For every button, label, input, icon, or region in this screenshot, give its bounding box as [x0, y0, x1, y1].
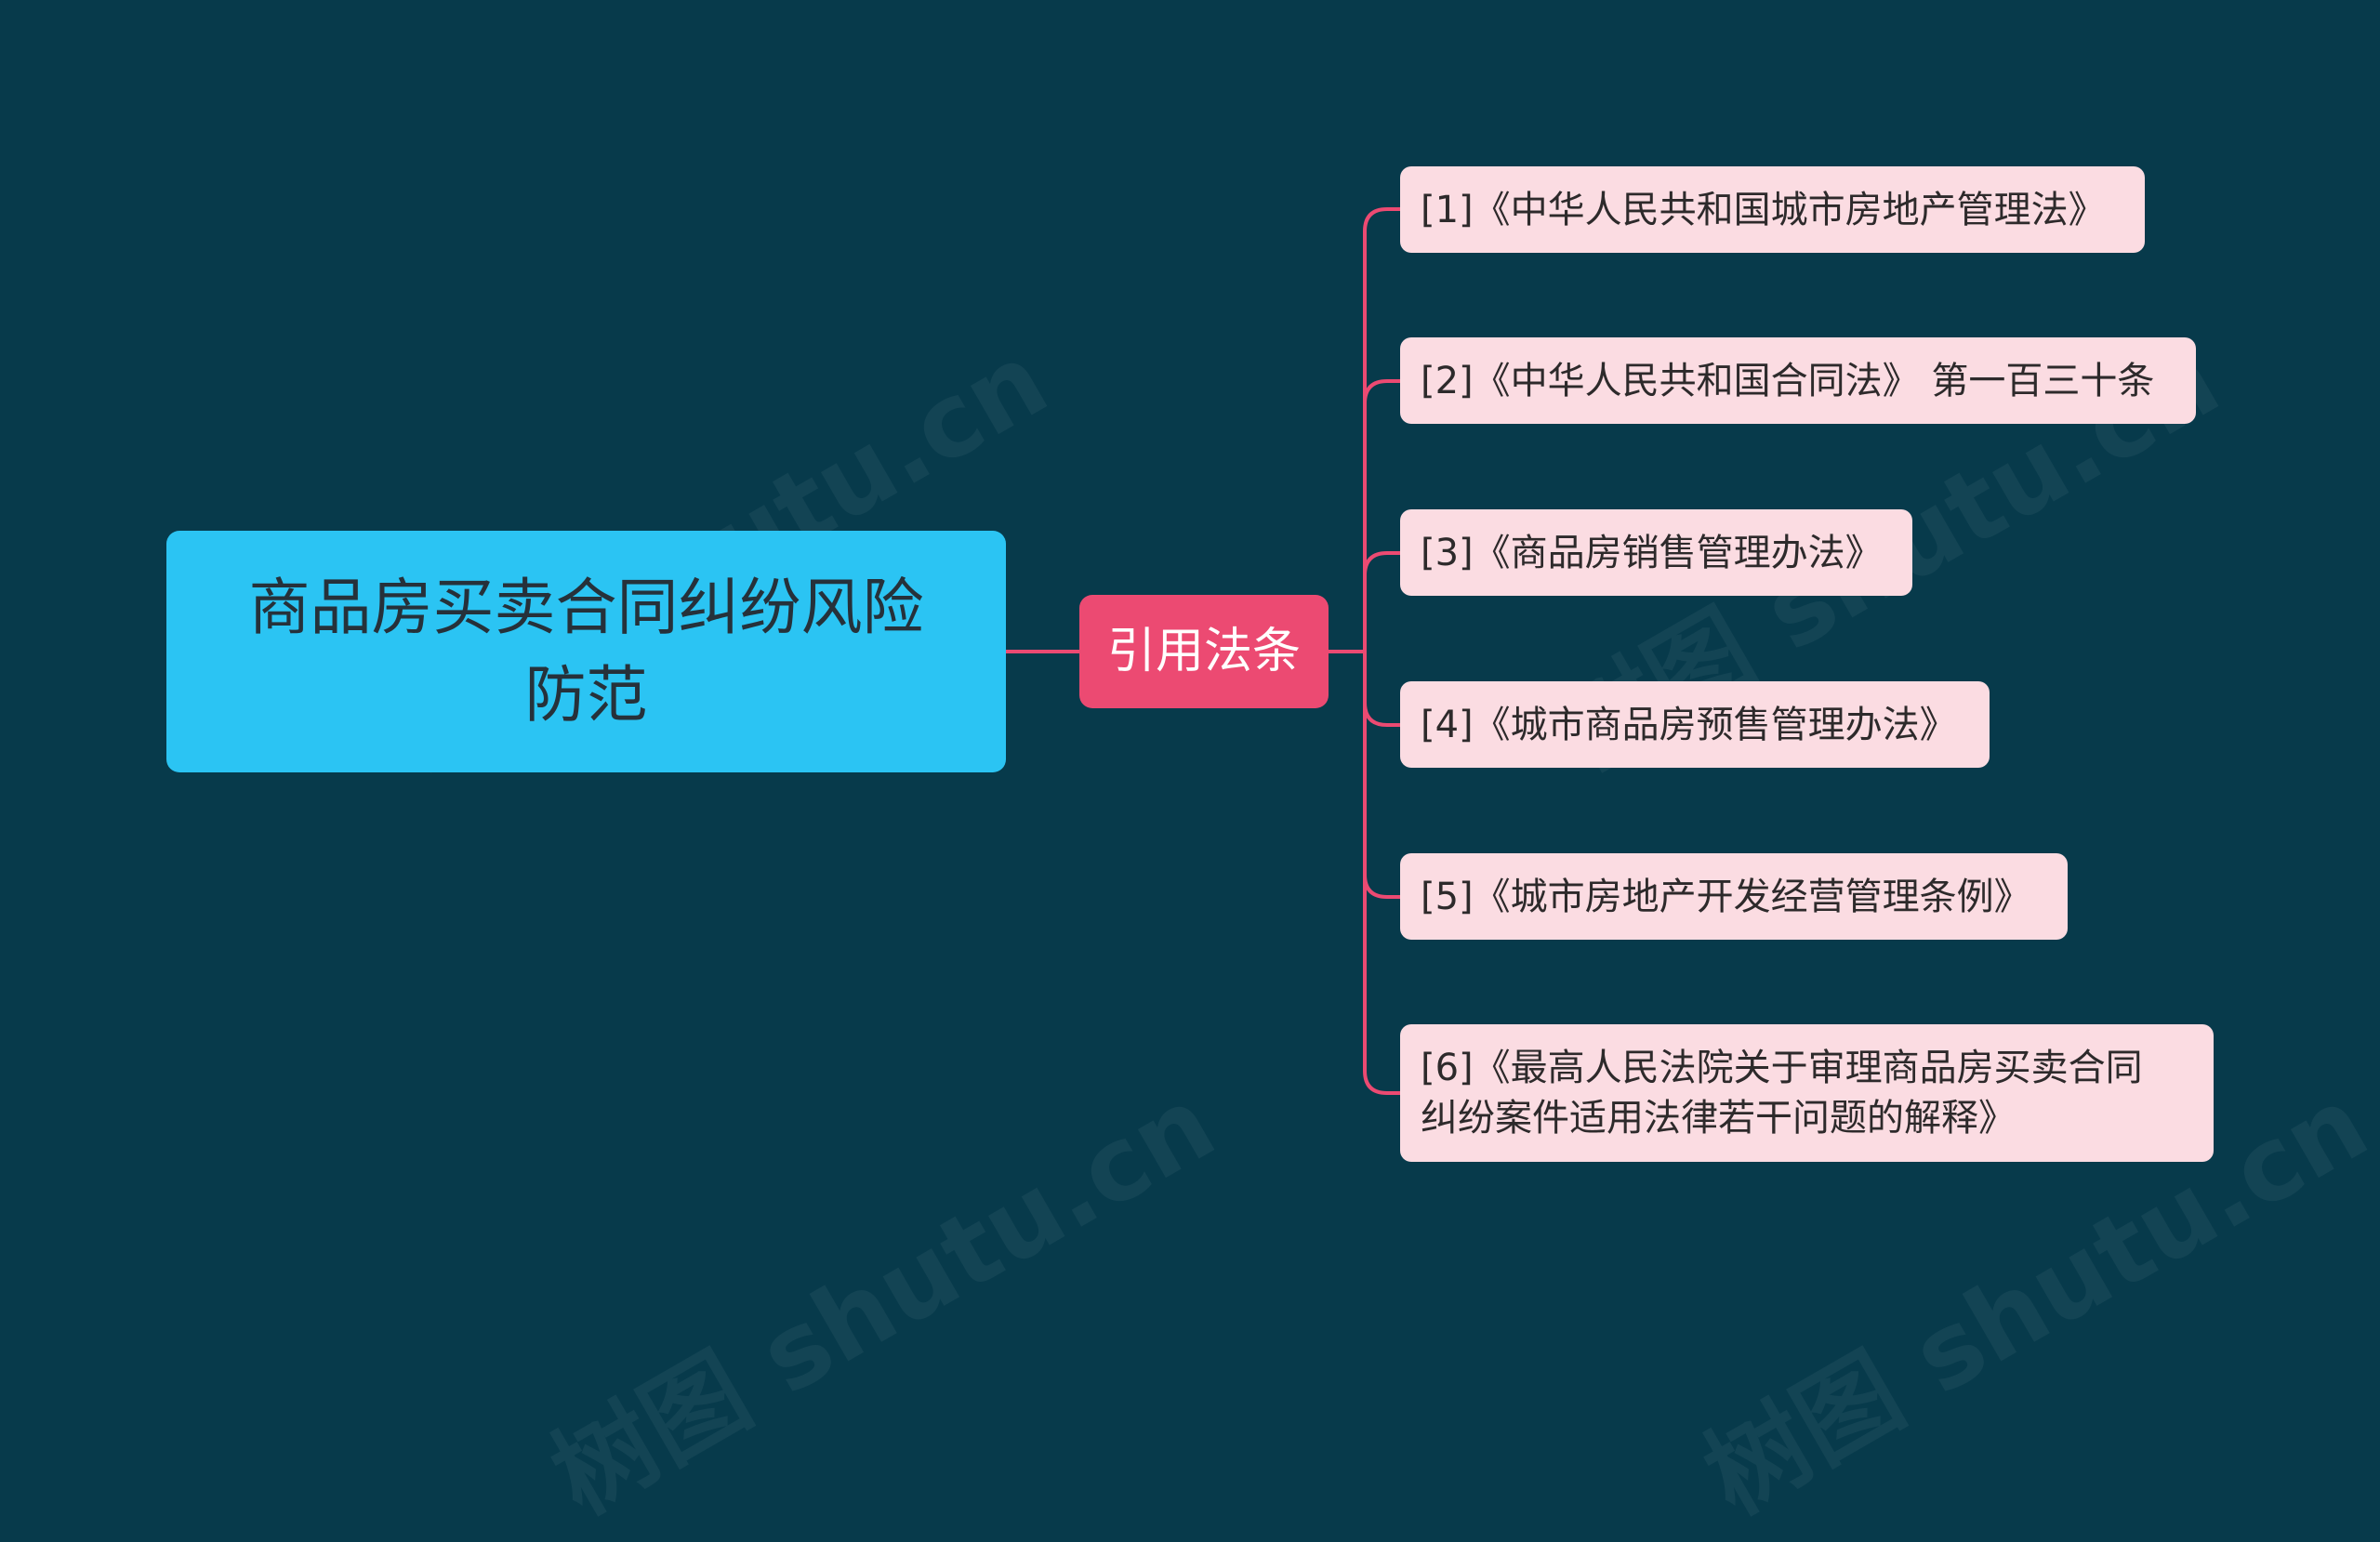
branch-node-label: 引用法条: [1106, 624, 1301, 679]
leaf-node-label: [6]《最高人民法院关于审理商品房买卖合同 纠纷案件适用法律若干问题的解释》: [1421, 1043, 2143, 1143]
connector-leaf-2: [1363, 379, 1402, 653]
root-topic-label-line-2: 防范: [524, 659, 648, 731]
leaf-node-label: [5]《城市房地产开发经营管理条例》: [1421, 875, 2031, 918]
leaf-node-label: [4]《城市商品房预售管理办法》: [1421, 703, 1957, 746]
leaf-node-label-line-1: [6]《最高人民法院关于审理商品房买卖合同: [1421, 1047, 2143, 1089]
connector-leaf-4: [1363, 650, 1402, 727]
leaf-node-5[interactable]: [5]《城市房地产开发经营管理条例》: [1400, 853, 2068, 940]
root-topic-node[interactable]: 商品房买卖合同纠纷风险 防范: [166, 531, 1006, 772]
leaf-node-1[interactable]: [1]《中华人民共和国城市房地产管理法》: [1400, 166, 2145, 253]
leaf-node-6[interactable]: [6]《最高人民法院关于审理商品房买卖合同 纠纷案件适用法律若干问题的解释》: [1400, 1024, 2214, 1162]
leaf-node-4[interactable]: [4]《城市商品房预售管理办法》: [1400, 681, 1990, 768]
branch-node-cited-laws[interactable]: 引用法条: [1079, 595, 1329, 708]
leaf-node-label-line-2: 纠纷案件适用法律若干问题的解释》: [1421, 1097, 2016, 1140]
connector-leaf-1: [1363, 207, 1402, 653]
leaf-node-label: [3]《商品房销售管理办法》: [1421, 531, 1883, 574]
leaf-node-3[interactable]: [3]《商品房销售管理办法》: [1400, 509, 1912, 596]
leaf-node-label: [2]《中华人民共和国合同法》 第一百三十条: [1421, 359, 2155, 402]
leaf-node-label: [1]《中华人民共和国城市房地产管理法》: [1421, 188, 2106, 231]
root-topic-label: 商品房买卖合同纠纷风险 防范: [249, 564, 924, 739]
connector-leaf-5: [1363, 650, 1402, 899]
root-topic-label-line-1: 商品房买卖合同纠纷风险: [248, 572, 924, 643]
leaf-node-2[interactable]: [2]《中华人民共和国合同法》 第一百三十条: [1400, 337, 2196, 424]
connector-leaf-3: [1363, 551, 1402, 653]
connector-lines: [1004, 207, 1402, 1095]
connector-leaf-6: [1363, 650, 1402, 1095]
